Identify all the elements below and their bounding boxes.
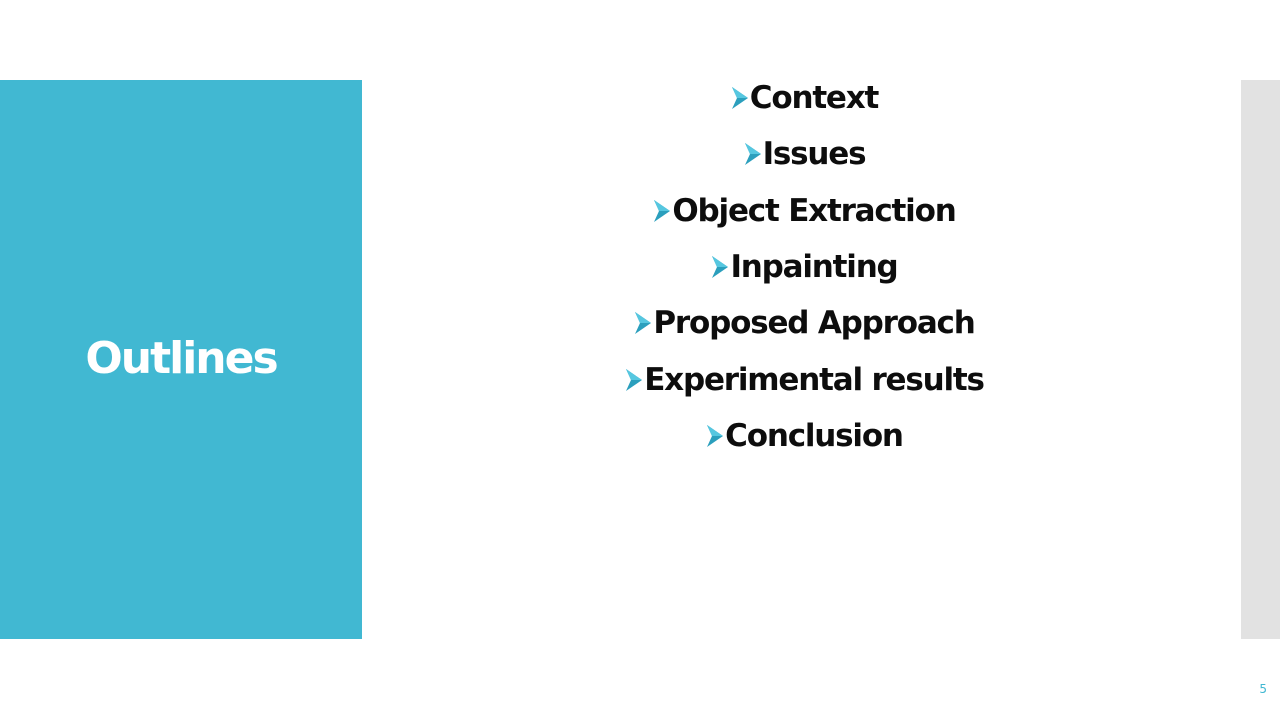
page-number: 5 — [1259, 682, 1267, 696]
outline-item: Conclusion — [368, 408, 1241, 464]
right-decor-strip — [1241, 80, 1280, 639]
outline-item: Proposed Approach — [368, 295, 1241, 351]
arrow-bullet-icon — [654, 199, 671, 222]
title-panel: Outlines — [0, 80, 362, 639]
outline-item: Experimental results — [368, 351, 1241, 407]
outline-item: Inpainting — [368, 239, 1241, 295]
arrow-bullet-icon — [626, 368, 643, 391]
outline-list: Context Issues Object Extraction Inpaint… — [362, 70, 1241, 464]
outline-item-label: Proposed Approach — [653, 305, 975, 342]
outline-item-label: Object Extraction — [672, 192, 956, 229]
outline-item-label: Inpainting — [730, 249, 898, 286]
outline-item-label: Issues — [762, 136, 867, 173]
slide-title: Outlines — [85, 333, 278, 384]
outline-item: Context — [368, 70, 1241, 126]
arrow-bullet-icon — [707, 424, 724, 447]
arrow-bullet-icon — [712, 256, 729, 279]
outline-item-label: Experimental results — [644, 361, 985, 398]
arrow-bullet-icon — [744, 143, 761, 166]
outline-item: Issues — [368, 126, 1241, 182]
outline-item-label: Context — [749, 80, 880, 117]
arrow-bullet-icon — [731, 87, 748, 110]
arrow-bullet-icon — [635, 312, 652, 335]
outline-item: Object Extraction — [368, 183, 1241, 239]
outline-item-label: Conclusion — [725, 417, 904, 454]
